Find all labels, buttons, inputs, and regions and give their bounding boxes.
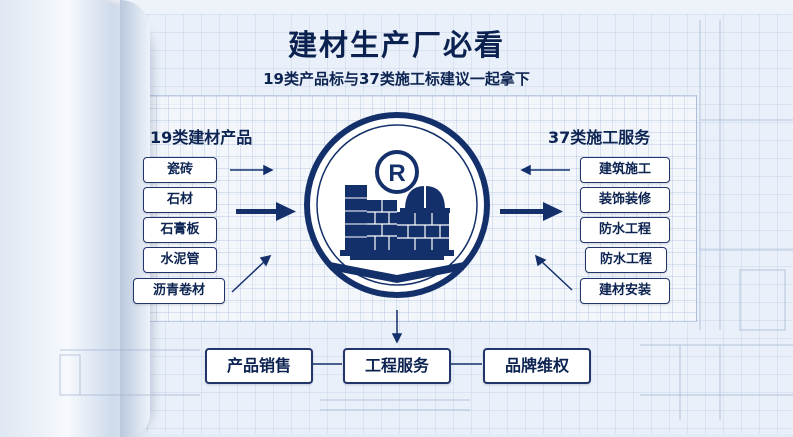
left-panel-heading: 19类建材产品 [150, 128, 253, 147]
left-item-asphalt-roll: 沥青卷材 [133, 278, 225, 304]
left-item-cement-pipe: 水泥管 [143, 247, 217, 273]
down-arrow [391, 310, 403, 344]
left-item-gypsum-board: 石膏板 [143, 217, 217, 243]
right-item-waterproofing: 防水工程 [580, 217, 670, 243]
right-panel-heading: 37类施工服务 [548, 128, 651, 147]
right-arrows [520, 164, 573, 291]
right-item-decoration: 装饰装修 [580, 187, 670, 213]
registered-symbol: R [388, 160, 405, 187]
page-title: 建材生产厂必看 [287, 28, 505, 62]
bottom-item-engineering: 工程服务 [343, 348, 451, 384]
registered-trademark-building-icon: R [304, 112, 490, 298]
left-item-tile: 瓷砖 [143, 157, 217, 183]
right-main-arrow [500, 202, 563, 221]
right-item-waterproofing-2: 防水工程 [585, 247, 667, 273]
blueprint-lines [59, 20, 793, 420]
right-item-installation: 建材安装 [580, 278, 670, 304]
page-subtitle: 19类产品标与37类施工标建议一起拿下 [263, 70, 530, 88]
bottom-item-brand-protection: 品牌维权 [483, 348, 591, 384]
left-item-stone: 石材 [143, 187, 217, 213]
left-arrows [230, 164, 274, 293]
right-item-construction: 建筑施工 [580, 157, 670, 183]
left-main-arrow [236, 202, 296, 221]
bottom-item-sales: 产品销售 [205, 348, 313, 384]
